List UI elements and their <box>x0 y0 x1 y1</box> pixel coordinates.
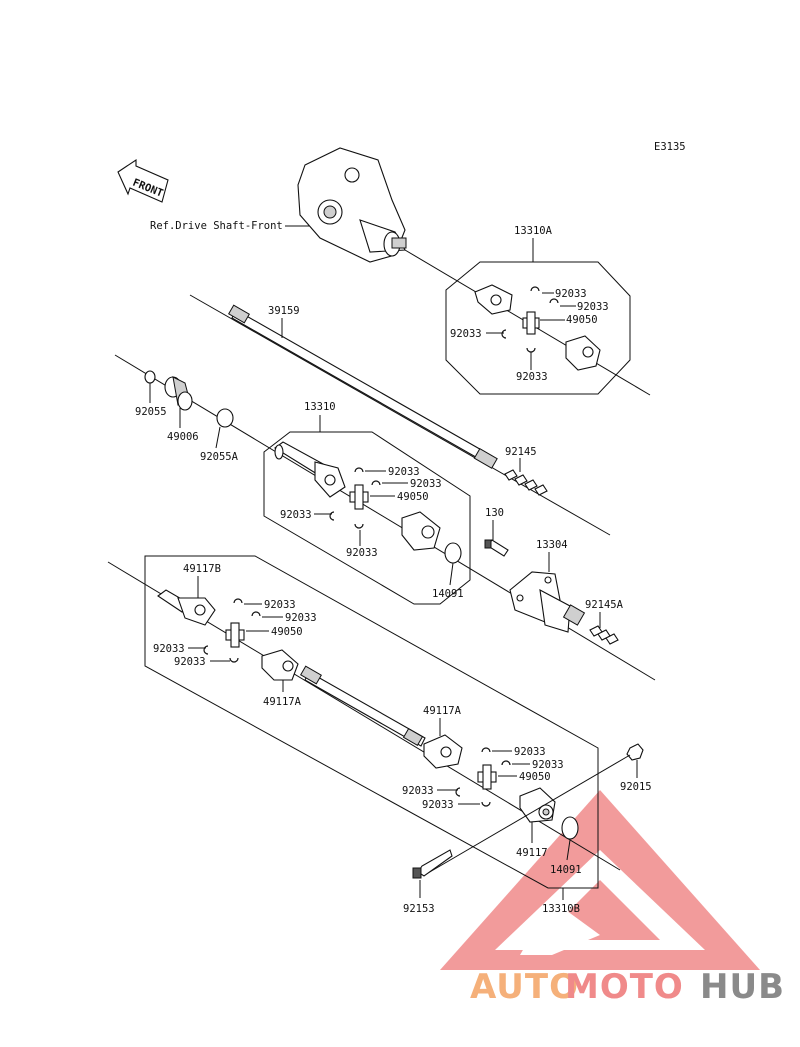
bolt-axis-line <box>427 754 631 874</box>
label-92033: 92033 <box>153 643 185 655</box>
circlip-icon <box>481 747 491 753</box>
transmission-housing <box>297 147 407 263</box>
label-92033: 92033 <box>346 547 378 559</box>
label-92033: 92033 <box>285 612 317 624</box>
washer-14091-upper <box>444 542 462 564</box>
group-13310A-frame <box>445 261 631 395</box>
label-92033: 92033 <box>174 656 206 668</box>
label-49006: 49006 <box>167 431 199 443</box>
svg-text:MOTO: MOTO <box>565 967 684 1007</box>
circlip-icon <box>233 598 243 604</box>
label-14091: 14091 <box>550 864 582 876</box>
label-92145A: 92145A <box>585 599 624 611</box>
circlip-icon <box>354 467 364 473</box>
circlip-icon <box>526 347 536 353</box>
front-arrow-icon: FRONT <box>117 158 169 203</box>
bolt-92153 <box>412 849 453 879</box>
label-92033: 92033 <box>264 599 296 611</box>
bolt-130 <box>484 539 509 557</box>
label-92055A: 92055A <box>200 451 239 463</box>
label-49117A: 49117A <box>423 705 462 717</box>
yoke-49117A-lower <box>423 734 463 769</box>
o-ring-92055A <box>216 408 234 428</box>
o-ring-92055 <box>144 370 156 384</box>
label-39159: 39159 <box>268 305 300 317</box>
label-92033: 92033 <box>402 785 434 797</box>
watermark-text: AUTO MOTO HUB <box>470 967 785 1007</box>
label-92033: 92033 <box>410 478 442 490</box>
watermark-logo <box>440 790 760 970</box>
yoke-49117 <box>519 787 556 823</box>
label-92055: 92055 <box>135 406 167 418</box>
yoke-13310A-upper <box>474 284 513 315</box>
group-13310-frame <box>263 431 471 605</box>
label-92033: 92033 <box>516 371 548 383</box>
circlip-icon <box>371 480 381 486</box>
circlip-icon <box>501 760 511 766</box>
label-13310B: 13310B <box>542 903 580 915</box>
propeller-shaft-lower <box>300 665 426 747</box>
yoke-13310-lower <box>401 511 441 551</box>
label-49050: 49050 <box>566 314 598 326</box>
label-49117A: 49117A <box>263 696 302 708</box>
label-92145: 92145 <box>505 446 537 458</box>
label-14091: 14091 <box>432 588 464 600</box>
bearing-housing-13304 <box>509 571 586 633</box>
drive-shaft-39159 <box>228 304 498 469</box>
boot-49006 <box>164 376 193 411</box>
label-49117B: 49117B <box>183 563 221 575</box>
diagram-code: E3135 <box>654 141 686 153</box>
ref-drive-shaft-label: Ref.Drive Shaft-Front <box>150 220 283 232</box>
label-92033: 92033 <box>514 746 546 758</box>
circlip-icon <box>549 298 559 304</box>
washer-14091-lower <box>561 816 579 840</box>
yoke-13310A-lower <box>565 335 601 371</box>
nut-92015 <box>626 743 644 761</box>
spider-13310A <box>522 311 540 335</box>
svg-text:AUTO: AUTO <box>470 967 579 1007</box>
circlip-icon <box>329 511 335 521</box>
shaft-yoke-13310 <box>274 441 346 498</box>
spider-lower-2 <box>477 764 497 790</box>
circlip-icon <box>203 645 209 655</box>
circlip-icon <box>354 523 364 529</box>
yoke-49117B <box>157 589 216 626</box>
label-13310: 13310 <box>304 401 336 413</box>
spider-13310 <box>349 484 369 510</box>
label-49050: 49050 <box>271 626 303 638</box>
circlip-icon <box>481 801 491 807</box>
circlip-icon <box>229 657 239 663</box>
yoke-49117A-upper <box>261 649 299 681</box>
label-92033: 92033 <box>422 799 454 811</box>
spring-92145 <box>504 469 548 496</box>
svg-text:HUB: HUB <box>700 967 785 1007</box>
label-49050: 49050 <box>519 771 551 783</box>
circlip-icon <box>455 787 461 797</box>
label-92033: 92033 <box>577 301 609 313</box>
circlip-icon <box>251 611 261 617</box>
label-92033: 92033 <box>555 288 587 300</box>
label-92033: 92033 <box>280 509 312 521</box>
group-13310B-frame <box>144 555 599 889</box>
label-130: 130 <box>485 507 504 519</box>
label-13304: 13304 <box>536 539 568 551</box>
spring-92145A <box>589 625 619 645</box>
label-13310A: 13310A <box>514 225 553 237</box>
circlip-icon <box>501 329 507 339</box>
label-92015: 92015 <box>620 781 652 793</box>
label-92153: 92153 <box>403 903 435 915</box>
label-92033: 92033 <box>450 328 482 340</box>
spider-lower-1 <box>225 622 245 648</box>
label-92033: 92033 <box>388 466 420 478</box>
circlip-icon <box>530 286 540 292</box>
label-49117: 49117 <box>516 847 548 859</box>
label-49050: 49050 <box>397 491 429 503</box>
label-92033: 92033 <box>532 759 564 771</box>
